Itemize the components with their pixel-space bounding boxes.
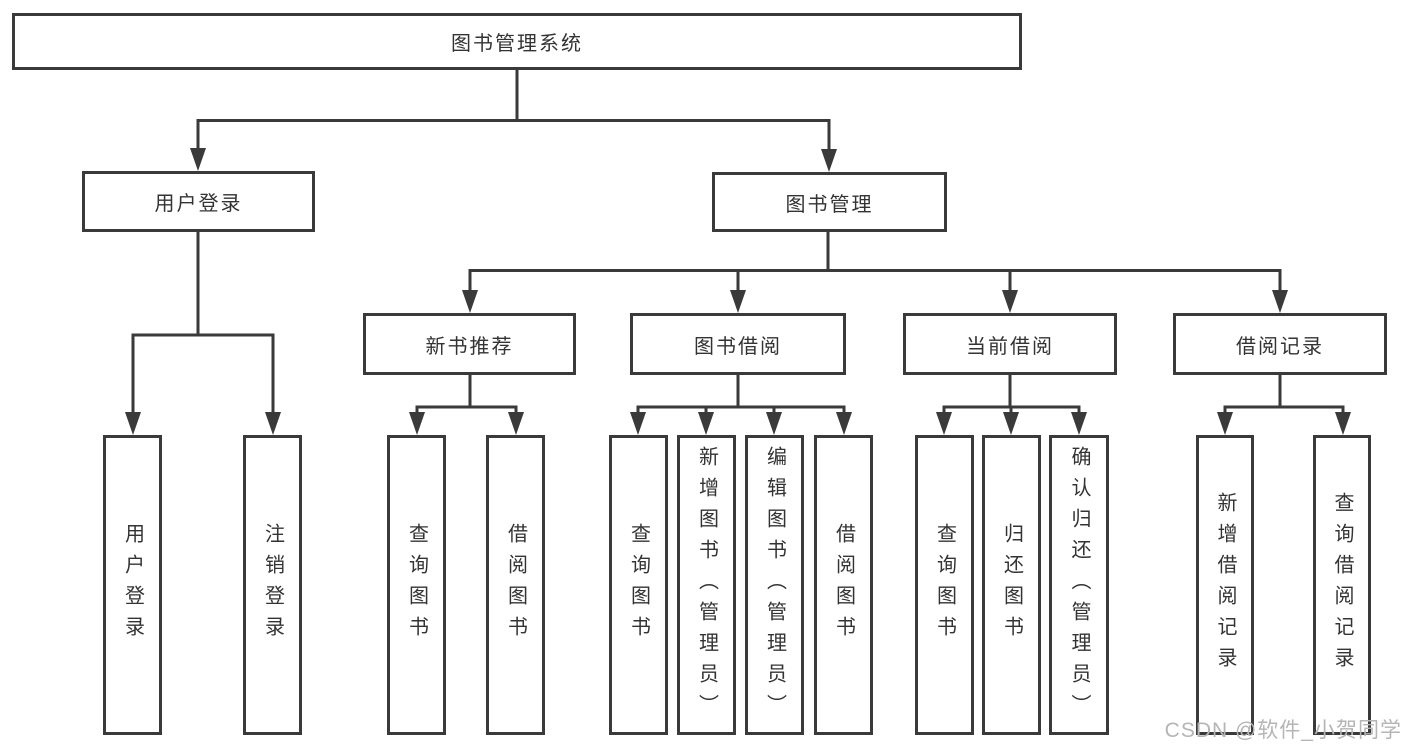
leaf-confirm-return-admin: 确认归还（管理员） [1049,435,1109,735]
leaf-logout: 注销登录 [243,435,302,735]
node-current-borrow: 当前借阅 [903,313,1117,375]
leaf-query-books-recommend: 查询图书 [387,435,446,735]
leaf-borrow-books-recommend: 借阅图书 [486,435,545,735]
leaf-return-books: 归还图书 [982,435,1041,735]
node-user-login-branch: 用户登录 [82,171,315,232]
leaf-query-books-borrow: 查询图书 [609,435,668,735]
csdn-watermark: CSDN @软件_小贺同学 [1164,719,1402,742]
node-book-borrow: 图书借阅 [630,313,846,375]
leaf-add-borrow-record: 新增借阅记录 [1196,435,1254,735]
node-borrow-records: 借阅记录 [1173,313,1387,375]
node-new-book-recommend: 新书推荐 [363,313,576,375]
leaf-edit-book-admin: 编辑图书（管理员） [745,435,804,735]
leaf-borrow-books: 借阅图书 [814,435,873,735]
leaf-query-borrow-record: 查询借阅记录 [1313,435,1371,735]
node-root-system: 图书管理系统 [12,13,1022,70]
leaf-add-book-admin: 新增图书（管理员） [677,435,736,735]
arrowheads [125,148,1351,435]
leaf-user-login: 用户登录 [103,435,162,735]
leaf-query-books-current: 查询图书 [915,435,974,735]
node-book-management-branch: 图书管理 [712,172,947,232]
